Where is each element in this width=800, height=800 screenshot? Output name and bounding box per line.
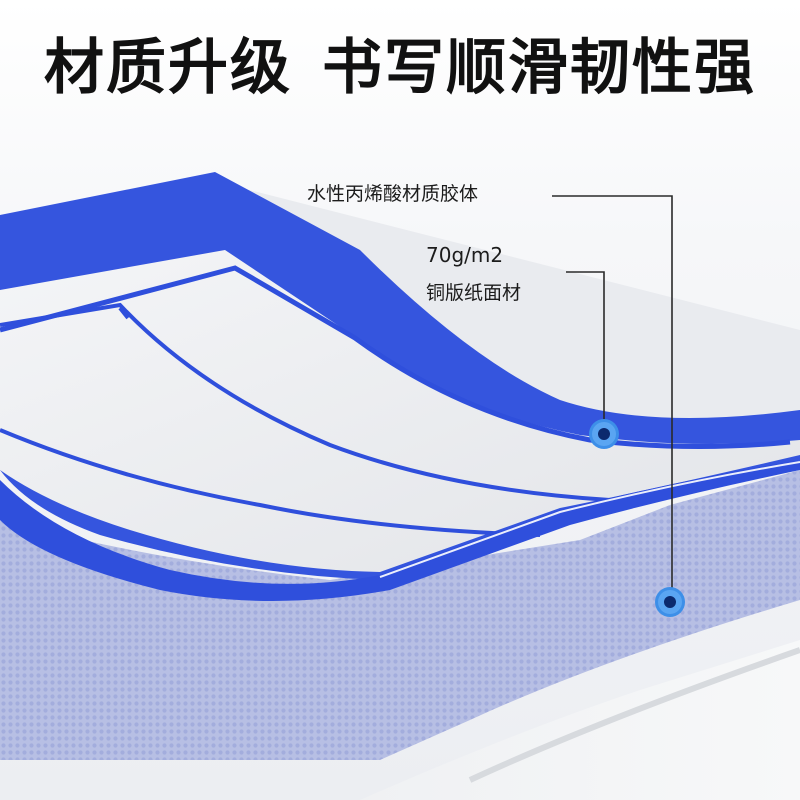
printed-border-lower xyxy=(0,428,541,537)
marker-adhesive-icon xyxy=(655,587,685,617)
adhesive-layer xyxy=(0,470,800,760)
printed-border-inner xyxy=(0,302,611,502)
marker-paper-icon xyxy=(589,419,619,449)
bottom-liner-sheet xyxy=(0,640,800,800)
callout-paper-weight-label: 70g/m2 xyxy=(426,243,504,267)
leader-line-adhesive xyxy=(552,195,673,600)
callout-adhesive-label: 水性丙烯酸材质胶体 xyxy=(307,183,479,205)
headline: 材质升级书写顺滑韧性强 xyxy=(0,38,800,98)
callout-paper-material-label: 铜版纸面材 xyxy=(426,282,522,304)
bottom-liner-edge xyxy=(468,647,800,783)
printed-border-return xyxy=(118,306,130,320)
leader-line-paper xyxy=(566,271,605,432)
headline-part-2: 书写顺滑韧性强 xyxy=(322,33,756,103)
label-front-edge xyxy=(0,460,800,601)
printed-border-outer xyxy=(0,265,791,450)
headline-part-1: 材质升级 xyxy=(44,33,292,103)
